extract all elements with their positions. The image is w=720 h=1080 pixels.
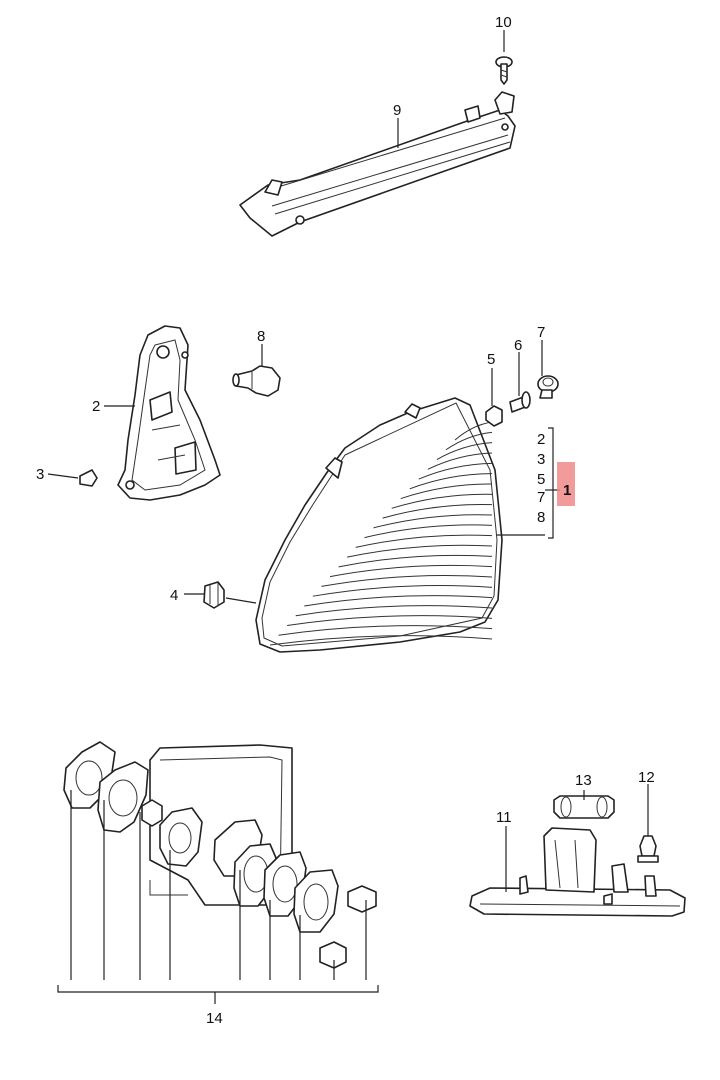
callout-12: 12 <box>638 769 655 786</box>
lens-rib <box>436 442 493 460</box>
lens-rib <box>355 534 493 548</box>
part-1-lamp-lens[interactable] <box>255 397 503 653</box>
part-7-grommet[interactable] <box>537 375 559 399</box>
lens-rib <box>445 431 493 451</box>
lens-rib <box>304 595 493 607</box>
part-8-bulb[interactable] <box>232 365 281 397</box>
part-14-mounting-assembly[interactable] <box>63 741 377 969</box>
callout-11: 11 <box>496 809 512 826</box>
lens-rib <box>329 564 493 578</box>
part-9-trim-strip[interactable] <box>239 91 516 237</box>
lens-rib <box>373 514 493 529</box>
lens-rib <box>278 625 493 636</box>
callout-1: 1 <box>563 482 571 499</box>
lens-rib <box>321 574 493 587</box>
part-10-screw[interactable] <box>495 56 513 85</box>
part-13-festoon-bulb[interactable] <box>553 795 615 819</box>
part-5-clip-nut[interactable] <box>485 405 503 427</box>
lens-rib <box>312 585 493 597</box>
callout-8: 8 <box>257 328 265 345</box>
lens-rib <box>427 452 493 470</box>
callout-6: 6 <box>514 337 522 354</box>
lens-rib <box>418 462 493 480</box>
lens-rib <box>364 524 493 539</box>
lens-rib <box>287 615 493 626</box>
callout-14: 14 <box>206 1010 223 1027</box>
callout-7: 7 <box>537 324 545 341</box>
bracket-item: 7 <box>537 489 545 506</box>
leader-lines <box>47 30 649 1004</box>
lens-rib <box>391 493 493 509</box>
lens-rib <box>347 544 493 558</box>
highlight-box <box>557 462 575 506</box>
lens-rib <box>295 605 493 617</box>
bracket-item: 3 <box>537 451 545 468</box>
callout-10: 10 <box>495 14 512 31</box>
part-11-lamp-housing[interactable] <box>469 827 686 917</box>
callout-13: 13 <box>575 772 592 789</box>
lens-rib <box>382 504 493 519</box>
part-4-bolt[interactable] <box>203 581 225 609</box>
part-2-bulb-holder[interactable] <box>117 325 221 501</box>
part-3-clip[interactable] <box>79 469 98 487</box>
bracket-item: 2 <box>537 431 545 448</box>
lens-rib <box>338 554 493 568</box>
part-6-screw[interactable] <box>509 391 531 413</box>
part-12-bulb[interactable] <box>637 835 659 863</box>
callout-2: 2 <box>92 398 100 415</box>
callout-3: 3 <box>36 466 44 483</box>
lens-rib <box>400 483 493 500</box>
lens-rib <box>409 473 493 490</box>
lens-rib <box>269 635 493 646</box>
callout-4: 4 <box>170 587 178 604</box>
bracket-item: 8 <box>537 509 545 526</box>
callout-9: 9 <box>393 102 401 119</box>
bracket-item: 5 <box>537 471 545 488</box>
callout-5: 5 <box>487 351 495 368</box>
